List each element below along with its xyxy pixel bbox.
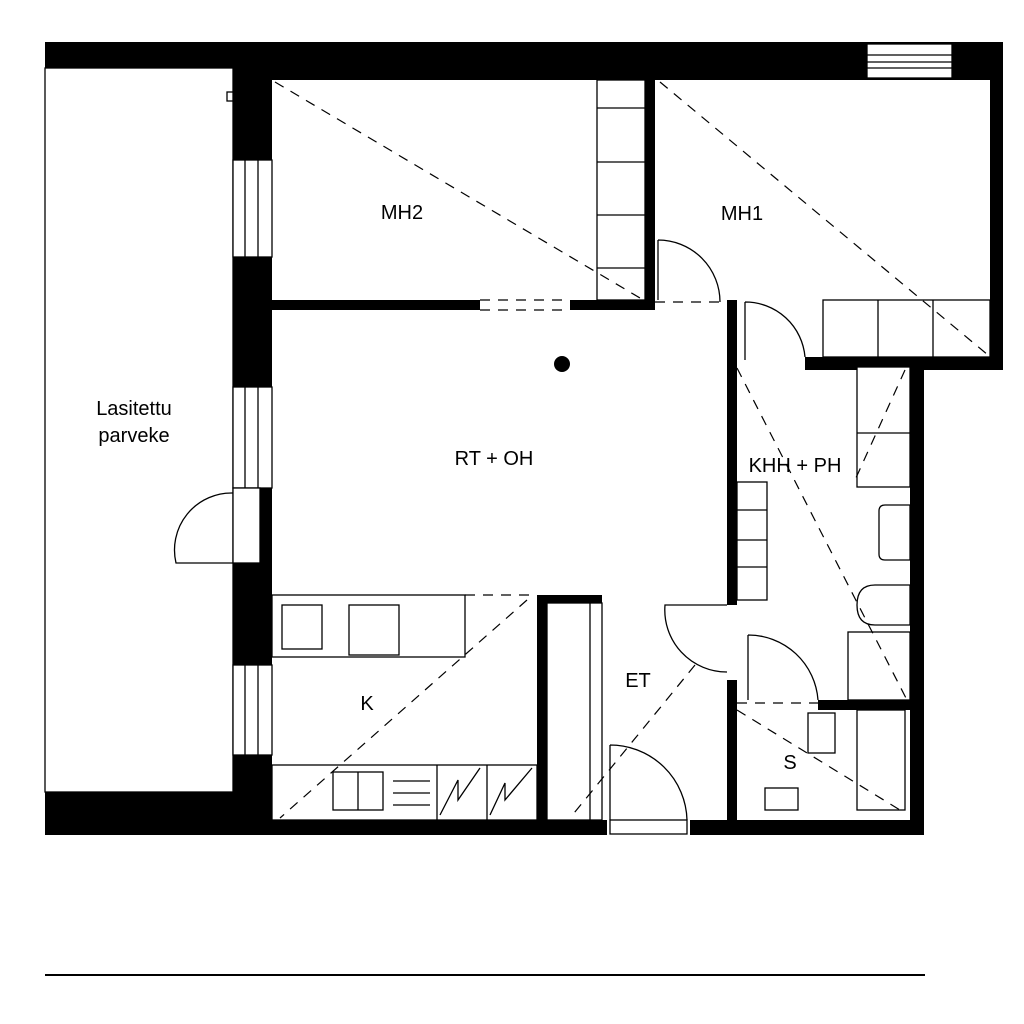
sauna-door[interactable] xyxy=(747,634,819,701)
khh-door[interactable] xyxy=(744,301,806,360)
room-label-sauna: S xyxy=(783,752,796,774)
room-label-entrance: ET xyxy=(625,670,651,692)
kitchen-counters xyxy=(271,594,538,821)
doors xyxy=(173,239,819,835)
washbasin-icon xyxy=(878,504,911,561)
sauna-bench xyxy=(856,709,906,811)
room-diagonals xyxy=(274,81,989,819)
sauna-stove-icon xyxy=(807,712,836,754)
entrance-door[interactable] xyxy=(609,744,688,821)
wardrobes xyxy=(546,79,991,821)
room-label-utility-bath: KHH + PH xyxy=(749,455,842,477)
room-label-mh2: MH2 xyxy=(381,202,423,224)
oven-icon xyxy=(348,604,400,656)
room-label-kitchen: K xyxy=(360,693,374,715)
ceiling-light-icon xyxy=(554,356,570,372)
mh1-door[interactable] xyxy=(657,239,721,303)
bathroom-fixtures xyxy=(764,366,911,811)
balcony-label-2: parveke xyxy=(98,425,169,447)
room-label-mh1: MH1 xyxy=(721,203,763,225)
toilet-icon xyxy=(856,584,911,626)
room-label-living: RT + OH xyxy=(455,448,534,470)
balcony-door[interactable] xyxy=(173,492,234,564)
sauna-sink-icon xyxy=(764,787,799,811)
et-door[interactable] xyxy=(664,604,728,673)
balcony xyxy=(44,67,234,835)
windows xyxy=(226,43,953,756)
balcony-label: Lasitettu xyxy=(96,398,172,420)
fridge-icon xyxy=(281,604,323,650)
